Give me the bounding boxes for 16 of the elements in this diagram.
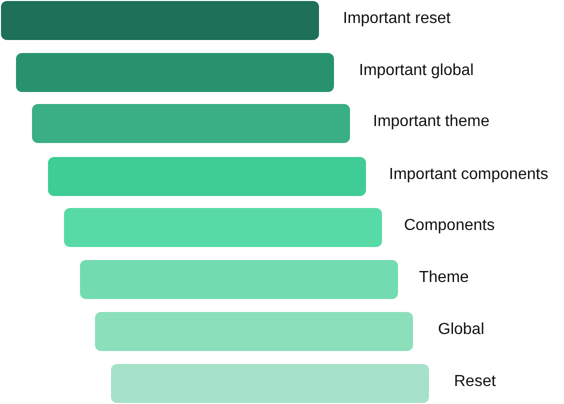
- bar-label: Theme: [419, 268, 469, 288]
- bar: [16, 53, 334, 92]
- bar: [111, 364, 429, 403]
- bar-label: Important global: [359, 60, 474, 80]
- bar: [80, 260, 398, 299]
- bar: [95, 312, 413, 351]
- bar: [1, 1, 319, 40]
- bar-label: Global: [438, 320, 484, 340]
- bar-label: Important theme: [373, 112, 490, 132]
- bar-label: Components: [404, 216, 495, 236]
- bar-label: Important reset: [343, 8, 451, 28]
- bar: [32, 104, 350, 143]
- bar-label: Reset: [454, 372, 496, 392]
- bar: [48, 157, 366, 196]
- bar: [64, 208, 382, 247]
- bar-label: Important components: [389, 164, 548, 184]
